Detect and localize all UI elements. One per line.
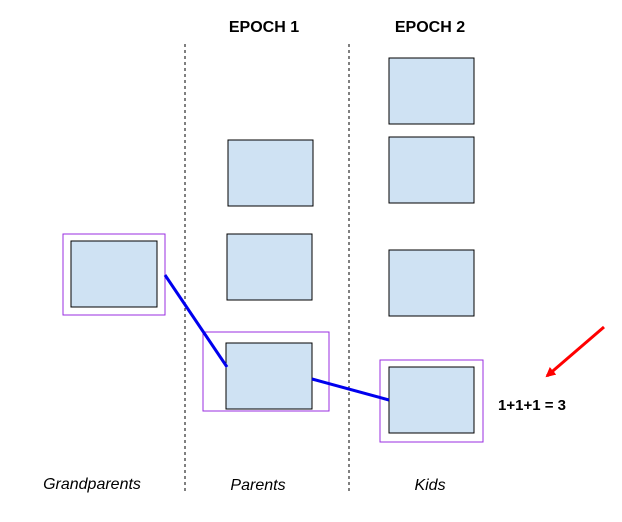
kid-node-3 bbox=[388, 249, 475, 317]
grandparent-highlight bbox=[62, 233, 166, 316]
kid-node-2 bbox=[388, 136, 475, 204]
kid-highlight bbox=[379, 359, 484, 443]
parent-node-3 bbox=[225, 342, 313, 410]
lineage-connector-1 bbox=[163, 274, 229, 368]
red-arrow-icon bbox=[545, 325, 605, 378]
generation-label-kids: Kids bbox=[414, 477, 445, 494]
kid-node-4 bbox=[388, 366, 475, 434]
epoch-2-header: EPOCH 2 bbox=[395, 19, 465, 36]
grandparent-node bbox=[70, 240, 158, 308]
kid-node-1 bbox=[388, 57, 475, 125]
lineage-connector-2 bbox=[311, 377, 390, 402]
generation-label-grandparents: Grandparents bbox=[43, 476, 141, 493]
equation-label: 1+1+1 = 3 bbox=[498, 397, 566, 414]
epoch-1-header: EPOCH 1 bbox=[229, 19, 299, 36]
parent-node-1 bbox=[227, 139, 314, 207]
generation-label-parents: Parents bbox=[230, 477, 285, 494]
parent-highlight bbox=[202, 331, 330, 412]
parent-node-2 bbox=[226, 233, 313, 301]
